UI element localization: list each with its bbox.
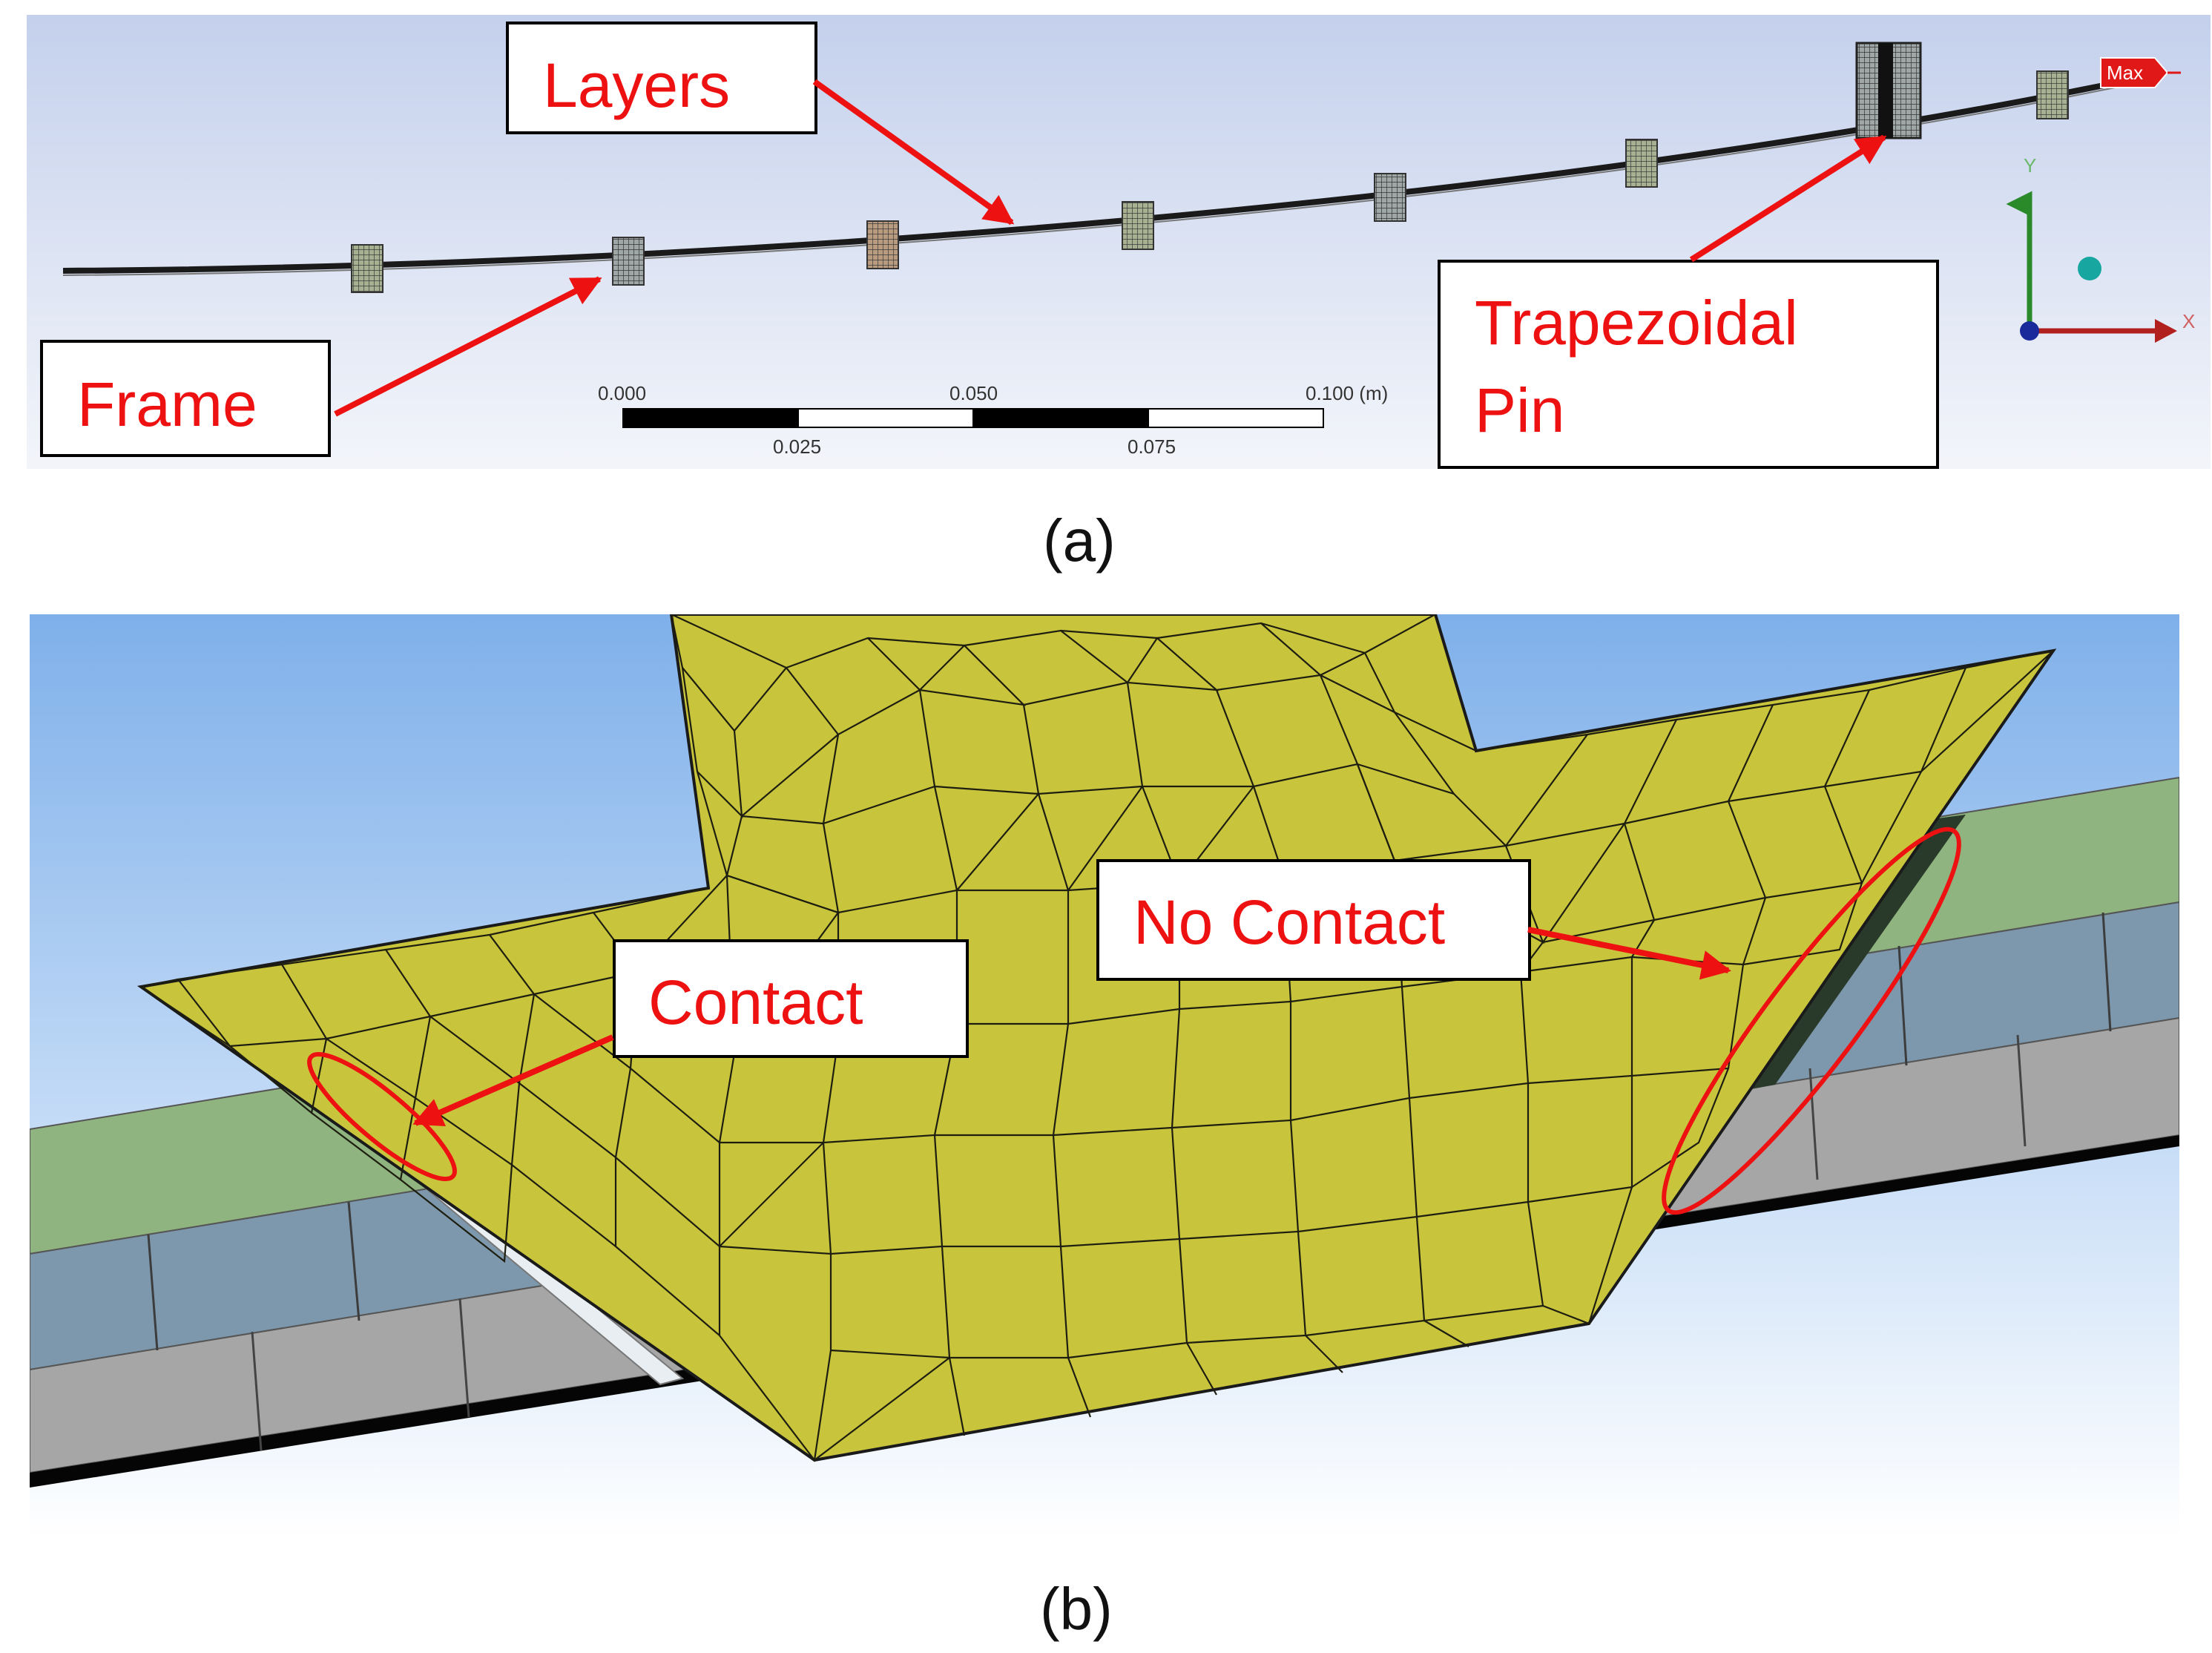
axis-triad: Y X: [2006, 154, 2195, 343]
pin-core: [1878, 43, 1893, 138]
callout-pin-line2: Pin: [1475, 375, 1564, 445]
frame-block: [866, 220, 899, 269]
scale-label-100: 0.100 (m): [1306, 382, 1388, 404]
callout-frame-label: Frame: [77, 369, 257, 439]
callout-no-contact: No Contact: [1096, 859, 1731, 981]
no-contact-ellipse: [1662, 826, 1961, 1215]
scale-label-025: 0.025: [773, 436, 821, 458]
trapezoidal-pin-mesh: [136, 614, 2057, 1462]
frame-block: [1625, 139, 1658, 188]
callout-pin-line1: Trapezoidal: [1475, 288, 1798, 358]
callout-contact-label: Contact: [648, 967, 863, 1037]
frame-block: [612, 237, 645, 286]
callout-layers-label: Layers: [543, 50, 730, 120]
panel-a: Max 0.000 0.050 0.100 (m) 0.025 0.075 Y …: [27, 15, 2211, 574]
scale-label-0: 0.000: [598, 382, 646, 404]
frame-block: [351, 244, 384, 293]
view-center-sphere: [2078, 257, 2101, 280]
frame-block: [2036, 70, 2069, 119]
caption-a: (a): [1043, 507, 1116, 574]
scale-label-075: 0.075: [1128, 436, 1176, 458]
x-axis-label: X: [2182, 310, 2195, 332]
origin-dot: [2020, 321, 2039, 341]
callout-trapezoidal-pin: Trapezoidal Pin: [1438, 134, 1939, 469]
frame-block: [1122, 201, 1154, 250]
callout-frame: Frame: [40, 276, 602, 457]
y-axis-label: Y: [2024, 154, 2036, 177]
caption-b: (b): [1040, 1576, 1113, 1642]
callout-contact: Contact: [412, 939, 969, 1126]
panel-b: No Contact Contact: [30, 614, 2179, 1538]
scale-label-050: 0.050: [949, 382, 998, 404]
scale-bar: 0.000 0.050 0.100 (m) 0.025 0.075: [598, 382, 1388, 458]
max-tag-label: Max: [2107, 62, 2143, 84]
mesh-lines: [140, 614, 2056, 1462]
callout-layers: Layers: [506, 22, 1015, 226]
max-tag: Max: [2100, 57, 2181, 88]
frame-blocks: [351, 42, 2069, 293]
frame-block: [1374, 173, 1406, 222]
contact-ellipse: [307, 1051, 457, 1182]
callout-no-contact-label: No Contact: [1133, 887, 1445, 957]
